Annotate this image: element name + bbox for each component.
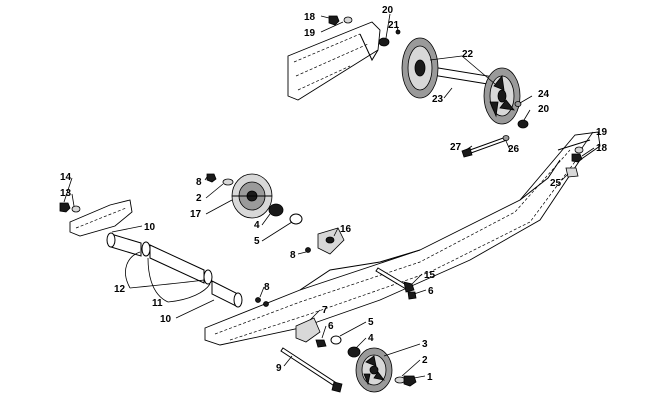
bolt-8-lower-b	[263, 301, 269, 307]
bolt-14	[59, 202, 71, 213]
upper-wheel-assembly	[401, 37, 521, 125]
callout-4-lower: 4	[368, 333, 374, 344]
bolt-18-top	[328, 15, 340, 26]
nut-6-right	[407, 291, 417, 300]
callout-8-second: 8	[290, 250, 296, 261]
callout-17: 17	[190, 209, 202, 220]
bolt-9	[280, 347, 339, 388]
callout-18-right: 18	[596, 143, 608, 154]
callout-13: 13	[60, 188, 72, 199]
bracket-16-hole	[325, 236, 335, 244]
bearing-4-mid	[268, 203, 284, 217]
callout-23: 23	[432, 94, 444, 105]
washer-2-lower	[394, 376, 406, 384]
callout-27: 27	[450, 142, 462, 153]
callout-21: 21	[388, 20, 400, 31]
callout-9: 9	[276, 363, 282, 374]
callout-14: 14	[60, 172, 72, 183]
callout-labels: 18 19 20 21 22 23 24 20 19 18 25 26 27 1…	[60, 5, 608, 383]
callout-7: 7	[322, 305, 328, 316]
callout-1: 1	[427, 372, 433, 383]
nut-15	[403, 281, 415, 293]
callout-18-top: 18	[304, 12, 316, 23]
callout-2-mid: 2	[196, 193, 202, 204]
callout-6-right: 6	[428, 286, 434, 297]
bolt-8-lower-a	[255, 297, 261, 303]
callout-20-lower: 20	[538, 104, 550, 115]
callout-26: 26	[508, 144, 520, 155]
mid-wheel-17	[231, 173, 273, 219]
spacer-5-lower	[330, 335, 342, 345]
callout-25: 25	[550, 178, 562, 189]
bolt-8-second	[305, 247, 311, 253]
callout-5-mid: 5	[254, 236, 260, 247]
callout-12: 12	[114, 284, 126, 295]
callout-19-top: 19	[304, 28, 316, 39]
callout-5-lower: 5	[368, 317, 374, 328]
main-rail	[204, 131, 601, 346]
upper-rail-fragment	[287, 21, 381, 101]
cross-shaft	[106, 232, 243, 308]
callout-8-mid: 8	[196, 177, 202, 188]
nut-21	[378, 37, 390, 47]
bolt-8-mid	[206, 173, 217, 183]
washer-19-top	[343, 16, 353, 24]
callout-15: 15	[424, 270, 436, 281]
washer-13	[71, 205, 81, 213]
leader-lines	[63, 13, 595, 379]
callout-10-top: 10	[144, 222, 156, 233]
block-25	[565, 167, 579, 178]
bearing-4-lower	[347, 346, 361, 358]
left-rail-fragment	[69, 199, 133, 237]
callout-11: 11	[152, 298, 163, 309]
bolt-9-nut	[331, 381, 343, 393]
lower-wheel-3	[355, 347, 393, 393]
part-24	[514, 101, 522, 107]
callout-4-mid: 4	[254, 220, 260, 231]
callout-22: 22	[462, 49, 474, 60]
callout-8-lower: 8	[264, 282, 270, 293]
washer-2-mid	[222, 178, 234, 186]
callout-24: 24	[538, 89, 550, 100]
callout-16: 16	[340, 224, 352, 235]
bolt-1	[403, 375, 417, 387]
bolt-27	[469, 136, 508, 154]
callout-6-lower: 6	[328, 321, 334, 332]
callout-20-top: 20	[382, 5, 394, 16]
washer-19-right	[574, 146, 584, 154]
spacer-5-mid	[289, 213, 303, 225]
callout-19-right: 19	[596, 127, 608, 138]
callout-2-lower: 2	[422, 355, 428, 366]
callout-10-bottom: 10	[160, 314, 172, 325]
callout-3: 3	[422, 339, 428, 350]
bolt-18-right	[571, 153, 583, 163]
part-26	[502, 135, 510, 141]
nut-6-lower	[315, 339, 327, 348]
nut-20-lower	[517, 119, 529, 129]
